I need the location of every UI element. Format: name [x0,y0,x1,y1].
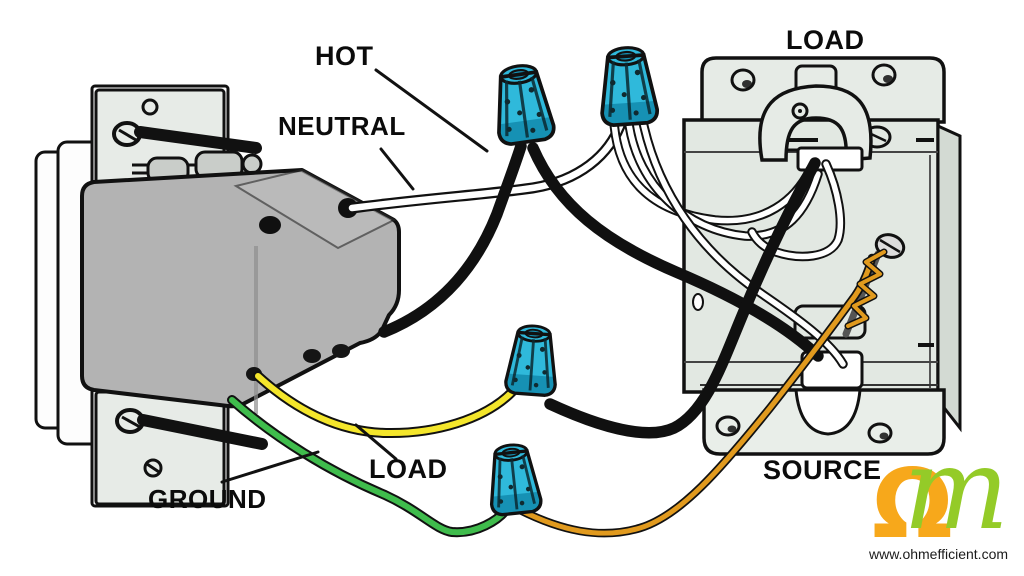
ground-label: GROUND [148,484,267,514]
source-hot-wire [527,142,824,362]
wire-nut-neutral-splice [600,46,659,127]
wire-nuts [489,46,659,517]
load-hot-wire [544,157,821,439]
source-label: SOURCE [763,455,882,485]
bracket-screw-hole [141,98,159,116]
module-hole [332,344,350,358]
mounting-screw-bottom [115,408,268,450]
top-bracket [94,88,262,188]
source-ground-wire [515,248,888,538]
ground-wire [227,395,511,538]
dimmer-load-wire [253,371,517,439]
load-top-label: LOAD [786,25,865,55]
flange-screw-hole [715,415,741,437]
ground-leader-line [220,450,320,484]
neutral-label: NEUTRAL [278,111,406,141]
mounting-screw-top [112,121,262,154]
module-hole [303,349,321,363]
dimmer-module [80,168,401,414]
dimmer-assembly [34,84,401,508]
website-url: www.ohmefficient.com [868,546,1008,562]
load-bottom-label: LOAD [369,454,448,484]
neutral-leader-line [379,147,415,191]
hot-leader-line [374,68,489,153]
box-side-wall [936,123,962,433]
load-leader-line [354,423,398,461]
brand-logo: Ω m www.ohmefficient.com [868,425,1009,562]
logo-m-glyph: m [903,425,1009,555]
wire-nut-hot-splice [497,64,556,146]
hot-label: HOT [315,41,374,71]
logo-omega-glyph: Ω [872,450,953,560]
wire-nut-load-splice [504,324,557,397]
flange-screw-hole [730,68,756,92]
leader-lines [220,68,489,484]
box-side-hole [692,293,704,311]
wire-nut-ground-splice [489,443,543,517]
dimmer-hot-wire [378,140,527,338]
module-hole [259,216,281,234]
flange-screw-hole [871,63,897,87]
neutral-wire [346,120,626,214]
box-bottom-flange [702,388,946,456]
wires [227,117,888,538]
flange-screw-hole [867,422,893,444]
